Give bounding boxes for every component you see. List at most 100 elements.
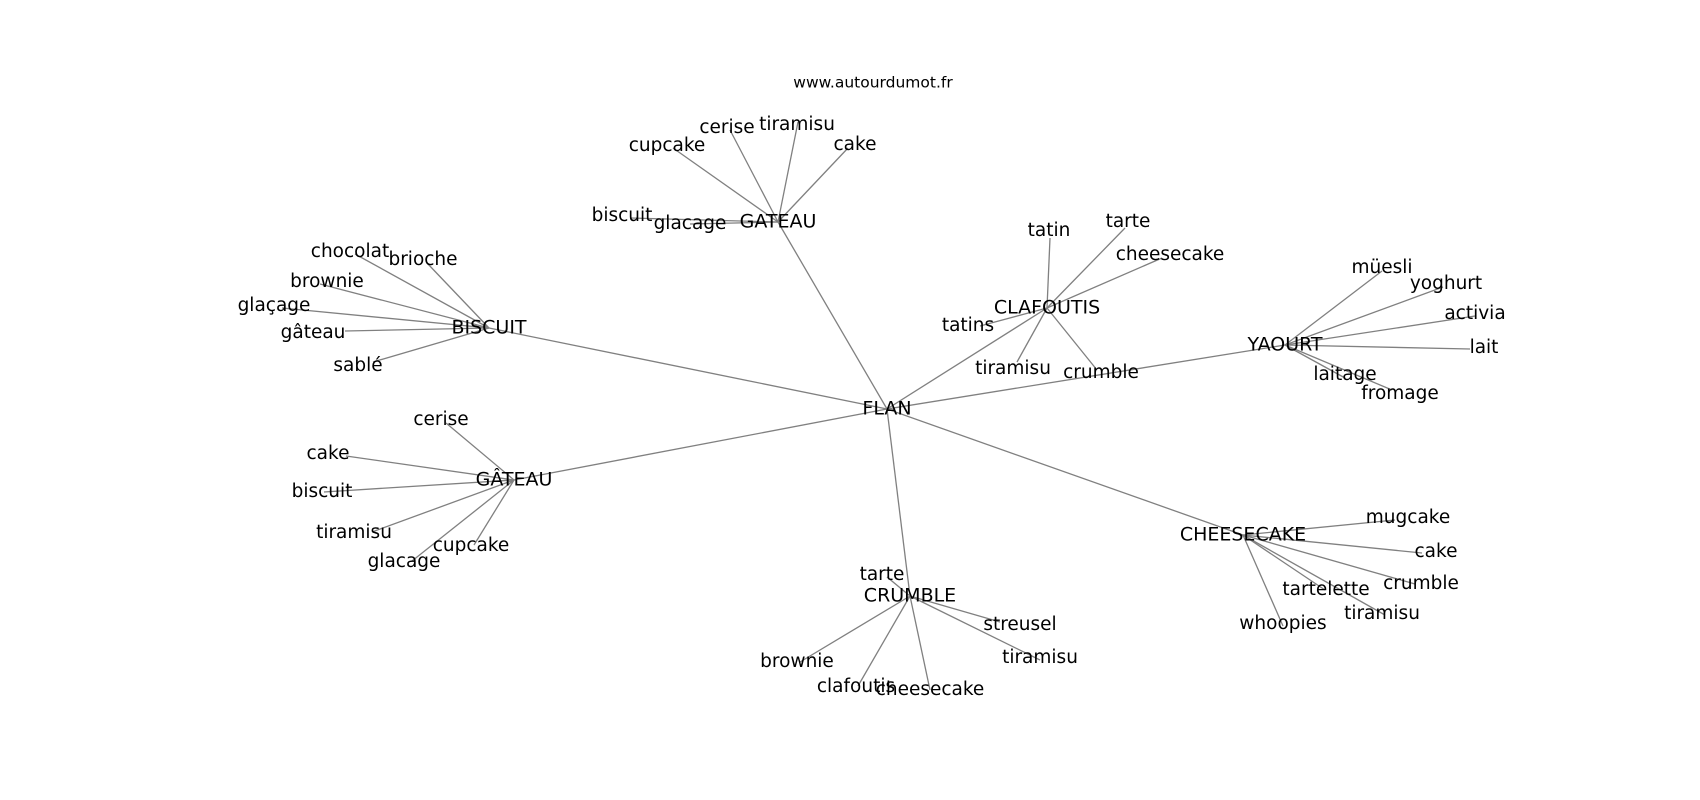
edge-gateau-1-5 (689, 221, 779, 225)
node-leaf-yaourt-2: activia (1444, 303, 1505, 324)
edge-biscuit-2 (319, 283, 490, 329)
node-leaf-gateau-2-0: cerise (413, 409, 468, 430)
edge-root-yaourt (886, 344, 1286, 410)
node-leaf-gateau-2-5: glacage (368, 551, 441, 572)
edge-gateau-2-3 (371, 479, 515, 533)
edge-gateau-1-3 (777, 147, 849, 223)
edge-gateau-2-0 (445, 422, 515, 481)
edge-cheesecake-0 (1242, 519, 1396, 536)
edge-yaourt-5 (1284, 344, 1393, 391)
node-hub-gateau-2: GÂTEAU (476, 468, 553, 491)
node-leaf-biscuit-1: brioche (388, 249, 457, 270)
edge-crumble-4 (857, 595, 911, 687)
node-leaf-gateau-1-4: biscuit (592, 205, 653, 226)
edge-clafoutis-4 (1016, 307, 1048, 363)
node-leaf-cheesecake-1: cake (1415, 541, 1458, 562)
node-leaf-cheesecake-3: tartelette (1282, 579, 1369, 600)
node-leaf-crumble-2: tiramisu (1002, 647, 1078, 668)
edge-clafoutis-0 (1046, 237, 1051, 309)
node-hub-gateau-1: GATEAU (740, 211, 817, 233)
node-leaf-crumble-5: cheesecake (876, 679, 985, 700)
node-leaf-crumble-1: streusel (983, 614, 1056, 635)
edge-cheesecake-5 (1242, 534, 1284, 627)
edge-root-cheesecake (886, 408, 1244, 536)
edge-gateau-1-1 (729, 129, 779, 223)
node-leaf-biscuit-2: brownie (290, 271, 364, 292)
edge-yaourt-1 (1284, 286, 1444, 346)
node-leaf-cheesecake-2: crumble (1383, 573, 1459, 594)
edge-crumble-5 (909, 595, 931, 691)
node-leaf-clafoutis-0: tatin (1028, 220, 1071, 241)
node-leaf-crumble-0: tarte (860, 564, 905, 585)
node-leaf-yaourt-1: yoghurt (1410, 273, 1482, 294)
node-leaf-yaourt-4: laitage (1313, 364, 1376, 385)
edge-biscuit-3 (281, 307, 490, 329)
node-leaf-yaourt-0: müesli (1351, 257, 1412, 278)
node-root-flan: FLAN (862, 398, 911, 420)
node-leaf-gateau-2-4: cupcake (433, 535, 510, 556)
edge-clafoutis-5 (1046, 307, 1098, 371)
node-leaf-biscuit-0: chocolat (311, 241, 389, 262)
edge-cheesecake-4 (1242, 534, 1386, 616)
edge-clafoutis-2 (1046, 257, 1163, 309)
edge-root-gateau-2 (513, 408, 888, 481)
node-leaf-gateau-1-3: cake (834, 134, 877, 155)
edge-biscuit-4 (344, 327, 490, 332)
node-leaf-biscuit-3: glaçage (238, 295, 311, 316)
node-hub-cheesecake: CHEESECAKE (1180, 524, 1306, 546)
edge-biscuit-0 (354, 253, 490, 329)
node-hub-biscuit: BISCUIT (451, 317, 526, 339)
edge-crumble-2 (909, 595, 1041, 661)
edge-biscuit-1 (426, 262, 490, 329)
node-leaf-clafoutis-2: cheesecake (1116, 244, 1225, 265)
node-leaf-crumble-3: brownie (760, 651, 834, 672)
edge-yaourt-3 (1284, 344, 1471, 350)
edge-gateau-1-2 (777, 121, 799, 223)
node-leaf-clafoutis-1: tarte (1106, 211, 1151, 232)
node-leaf-crumble-4: clafoutis (817, 676, 895, 697)
node-hub-yaourt: YAOURT (1246, 334, 1322, 356)
edges-layer (281, 121, 1476, 691)
edge-gateau-2-4 (473, 479, 515, 546)
edge-clafoutis-1 (1046, 227, 1126, 309)
edge-gateau-1-4 (629, 217, 779, 223)
node-leaf-biscuit-5: sablé (333, 355, 382, 376)
node-leaf-gateau-1-1: cerise (699, 117, 754, 138)
node-leaf-cheesecake-0: mugcake (1366, 507, 1450, 528)
node-leaf-cheesecake-5: whoopies (1239, 613, 1326, 634)
edge-root-biscuit (488, 327, 888, 410)
watermark: www.autourdumot.fr (793, 74, 953, 92)
edge-biscuit-5 (372, 327, 490, 363)
edge-root-gateau-1 (777, 221, 888, 410)
node-leaf-yaourt-5: fromage (1361, 383, 1439, 404)
node-leaf-clafoutis-5: crumble (1063, 362, 1139, 383)
node-hub-crumble: CRUMBLE (864, 585, 956, 607)
edge-clafoutis-3 (979, 307, 1048, 327)
node-leaf-gateau-1-2: tiramisu (759, 114, 835, 135)
edge-yaourt-4 (1284, 344, 1346, 379)
edge-gateau-2-5 (411, 479, 515, 562)
node-leaf-gateau-1-5: glacage (654, 213, 727, 234)
node-leaf-biscuit-4: gâteau (281, 322, 346, 343)
node-leaf-yaourt-3: lait (1470, 337, 1499, 358)
edge-yaourt-2 (1284, 315, 1476, 346)
node-leaf-clafoutis-4: tiramisu (975, 358, 1051, 379)
node-leaf-gateau-2-1: cake (307, 443, 350, 464)
edge-cheesecake-3 (1242, 534, 1326, 591)
edge-crumble-1 (909, 595, 1001, 623)
node-hub-clafoutis: CLAFOUTIS (994, 297, 1100, 319)
edge-gateau-2-1 (345, 455, 515, 481)
edge-cheesecake-1 (1242, 534, 1423, 554)
edge-gateau-2-2 (323, 479, 515, 493)
node-leaf-gateau-1-0: cupcake (629, 135, 706, 156)
edge-yaourt-0 (1284, 270, 1383, 346)
node-leaf-clafoutis-3: tatins (942, 315, 994, 336)
node-leaf-gateau-2-2: biscuit (292, 481, 353, 502)
edge-crumble-3 (799, 595, 911, 663)
node-leaf-cheesecake-4: tiramisu (1344, 603, 1420, 624)
edge-cheesecake-2 (1242, 534, 1416, 585)
edge-gateau-1-0 (672, 147, 779, 223)
edge-root-clafoutis (886, 307, 1048, 410)
